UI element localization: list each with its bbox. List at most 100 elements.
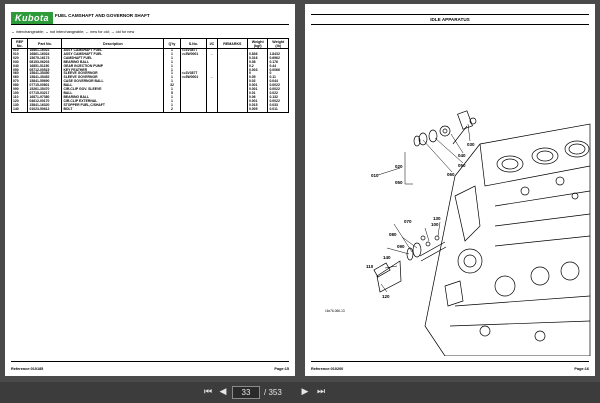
table-cell bbox=[179, 68, 208, 73]
table-cell: 1 bbox=[163, 68, 181, 73]
table-cell bbox=[179, 107, 208, 113]
table-cell: 0.02 bbox=[246, 79, 269, 85]
page-number: Page:15 bbox=[274, 367, 289, 371]
column-header: Weight (lb) bbox=[267, 38, 289, 49]
column-header: REF No. bbox=[10, 38, 29, 49]
callout-label: 040 bbox=[458, 153, 466, 158]
table-cell: 0.044 bbox=[267, 79, 289, 85]
table-cell: 07715-03217 bbox=[27, 91, 63, 96]
table-cell: 16871-97380 bbox=[27, 95, 63, 100]
table-cell: 1.8432 bbox=[267, 52, 289, 57]
table-cell: 0 bbox=[246, 72, 269, 77]
table-cell bbox=[179, 88, 208, 92]
table-cell: >=5W0001 bbox=[179, 75, 208, 81]
first-page-icon[interactable]: ⏮ bbox=[203, 387, 213, 397]
figure-code: 16x76-066-13 bbox=[325, 309, 345, 313]
table-cell: 030 bbox=[10, 60, 29, 65]
table-cell: 15841-55690 bbox=[27, 79, 63, 85]
table-cell bbox=[246, 48, 269, 53]
callout-label: 080 bbox=[389, 232, 397, 237]
table-cell: 0.44 bbox=[267, 64, 289, 69]
column-header: Part No. bbox=[27, 38, 63, 49]
table-cell: 0.0022 bbox=[267, 83, 289, 89]
table-cell bbox=[179, 56, 208, 61]
table-cell: 0.11 bbox=[267, 75, 289, 81]
table-cell: 0 bbox=[267, 72, 289, 77]
last-page-icon[interactable]: ⏭ bbox=[316, 387, 326, 397]
leader-lines bbox=[377, 123, 471, 293]
table-cell: 0.0022 bbox=[267, 99, 289, 104]
table-cell: 1 bbox=[163, 56, 181, 61]
callout-label: 130 bbox=[433, 216, 441, 221]
table-cell: 1 bbox=[163, 75, 181, 81]
table-cell bbox=[206, 107, 218, 113]
table-cell: 0.011 bbox=[267, 107, 289, 113]
callout-label: 050 bbox=[458, 163, 466, 168]
callout-labels: 010 020 050 030 040 050 060 070 080 090 … bbox=[325, 142, 475, 313]
table-cell bbox=[179, 60, 208, 65]
table-cell: 080 bbox=[10, 83, 29, 89]
page-number-input[interactable]: 33 bbox=[232, 386, 260, 399]
column-header: REMARKS bbox=[216, 38, 248, 49]
table-cell: 07715-00801 bbox=[27, 83, 63, 89]
column-header: Q'ty bbox=[163, 38, 181, 49]
table-cell: 110 bbox=[10, 95, 29, 100]
table-cell: 0.022 bbox=[267, 91, 289, 96]
table-cell: 090 bbox=[10, 87, 29, 92]
title-rule bbox=[311, 24, 589, 25]
table-cell: 05712-00515 bbox=[27, 68, 63, 73]
table-cell: 15841-35452 bbox=[27, 75, 63, 81]
column-header: Weight (kgf) bbox=[246, 38, 269, 49]
table-cell: BOLT bbox=[61, 107, 165, 113]
callout-label: 010 bbox=[371, 173, 379, 178]
footer-rule bbox=[11, 361, 289, 362]
table-cell: 16861-16022 bbox=[27, 48, 63, 53]
table-cell: 15841-16320 bbox=[27, 103, 63, 108]
table-cell: 040 bbox=[10, 64, 29, 69]
callout-label: 060 bbox=[447, 172, 455, 177]
camshaft-parts-drawing bbox=[413, 110, 477, 147]
kubota-logo: Kubota bbox=[11, 12, 53, 24]
table-cell: 0.316 bbox=[246, 56, 269, 61]
table-cell bbox=[179, 99, 208, 104]
parts-page-left: Kubota FUEL CAMSHAFT AND GOVERNOR SHAFT … bbox=[5, 4, 295, 376]
table-cell: 5 bbox=[163, 91, 181, 96]
table-cell: 010 bbox=[10, 52, 29, 57]
table-cell bbox=[179, 91, 208, 96]
table-cell: 0.2 bbox=[246, 64, 269, 69]
table-cell: 120 bbox=[10, 99, 29, 104]
page-title: FUEL CAMSHAFT AND GOVERNOR SHAFT bbox=[55, 13, 150, 18]
column-header: Description bbox=[61, 38, 165, 49]
page-number: Page:16 bbox=[574, 367, 589, 371]
table-cell: <=3V3877 bbox=[179, 72, 208, 77]
table-cell: 0.005 bbox=[246, 107, 269, 113]
callout-label: 120 bbox=[382, 294, 390, 299]
table-cell: 0.001 bbox=[246, 83, 269, 89]
previous-page-icon[interactable]: ◀ bbox=[219, 387, 227, 397]
next-page-icon[interactable]: ▶ bbox=[301, 387, 309, 397]
table-cell bbox=[179, 64, 208, 69]
table-cell: 2 bbox=[163, 107, 181, 113]
table-cell bbox=[179, 84, 208, 89]
table-cell: 0.01 bbox=[246, 91, 269, 96]
table-cell: 140 bbox=[10, 107, 29, 113]
table-cell: 1 bbox=[163, 64, 181, 69]
interchange-legend: ↔ interchangeable; ↔ not interchangeable… bbox=[11, 30, 135, 34]
viewer-toolbar: ⏮ ◀ 33 / 353 ▶ ⏭ bbox=[0, 382, 600, 403]
table-cell: 020 bbox=[10, 56, 29, 61]
table-cell bbox=[267, 48, 289, 53]
callout-label: 070 bbox=[404, 219, 412, 224]
callout-label: 050 bbox=[395, 180, 403, 185]
reference-number: Reference:010185 bbox=[11, 367, 44, 371]
table-cell: 0.836 bbox=[246, 52, 269, 57]
